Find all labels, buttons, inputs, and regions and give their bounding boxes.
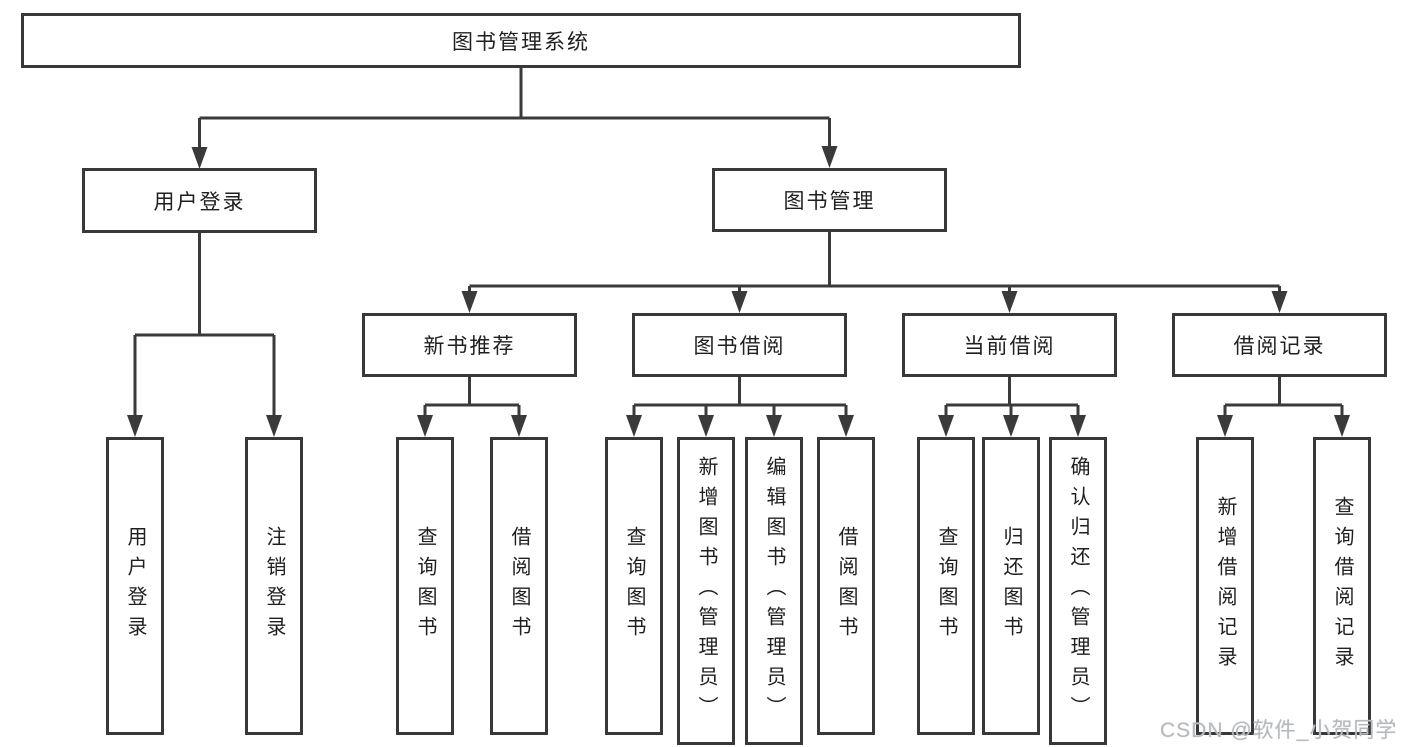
csdn-watermark: CSDN @软件_小贺同学 [1160, 719, 1398, 742]
leaf-borrow-book-1-label: 借阅图书 [508, 526, 530, 646]
arrowheads [127, 146, 1350, 437]
leaf-user-login: 用户登录 [106, 437, 164, 735]
leaf-return-book: 归还图书 [982, 437, 1040, 735]
leaf-return-book-label: 归还图书 [1000, 526, 1022, 646]
leaf-confirm-return-admin: 确认归还（管理员） [1049, 437, 1107, 745]
leaf-user-login-label: 用户登录 [124, 526, 146, 646]
leaf-borrow-book-1: 借阅图书 [490, 437, 548, 735]
node-current-borrow: 当前借阅 [902, 313, 1117, 377]
node-root-label: 图书管理系统 [452, 30, 590, 54]
leaf-add-book-admin: 新增图书（管理员） [677, 437, 735, 745]
leaf-add-borrow-record: 新增借阅记录 [1196, 437, 1254, 735]
leaf-borrow-book-2: 借阅图书 [817, 437, 875, 735]
leaf-query-borrow-record: 查询借阅记录 [1313, 437, 1371, 735]
leaf-logout: 注销登录 [245, 437, 303, 735]
node-new-book-recommend: 新书推荐 [362, 313, 577, 377]
leaf-add-borrow-record-label: 新增借阅记录 [1214, 496, 1236, 676]
node-book-mgmt-label: 图书管理 [783, 190, 876, 213]
leaf-edit-book-admin-label: 编辑图书（管理员） [763, 456, 785, 726]
leaf-query-book-2: 查询图书 [605, 437, 663, 735]
node-user-login-label: 用户登录 [153, 190, 246, 214]
node-book-mgmt: 图书管理 [712, 168, 947, 232]
leaf-query-book-3-label: 查询图书 [935, 526, 957, 646]
leaf-confirm-return-admin-label: 确认归还（管理员） [1067, 456, 1089, 726]
node-new-book-recommend-label: 新书推荐 [423, 335, 516, 358]
leaf-logout-label: 注销登录 [263, 526, 285, 646]
node-book-borrow: 图书借阅 [632, 313, 847, 377]
node-borrow-record: 借阅记录 [1172, 313, 1387, 377]
node-borrow-record-label: 借阅记录 [1233, 335, 1326, 358]
leaf-query-book-1: 查询图书 [396, 437, 454, 735]
leaf-borrow-book-2-label: 借阅图书 [835, 526, 857, 646]
leaf-query-book-1-label: 查询图书 [414, 526, 436, 646]
leaf-query-book-3: 查询图书 [917, 437, 975, 735]
leaf-add-book-admin-label: 新增图书（管理员） [695, 456, 717, 726]
node-user-login: 用户登录 [82, 168, 317, 233]
node-root: 图书管理系统 [21, 13, 1021, 68]
leaf-edit-book-admin: 编辑图书（管理员） [745, 437, 803, 745]
node-book-borrow-label: 图书借阅 [693, 335, 786, 358]
leaf-query-book-2-label: 查询图书 [623, 526, 645, 646]
node-current-borrow-label: 当前借阅 [963, 335, 1056, 358]
leaf-query-borrow-record-label: 查询借阅记录 [1331, 496, 1353, 676]
